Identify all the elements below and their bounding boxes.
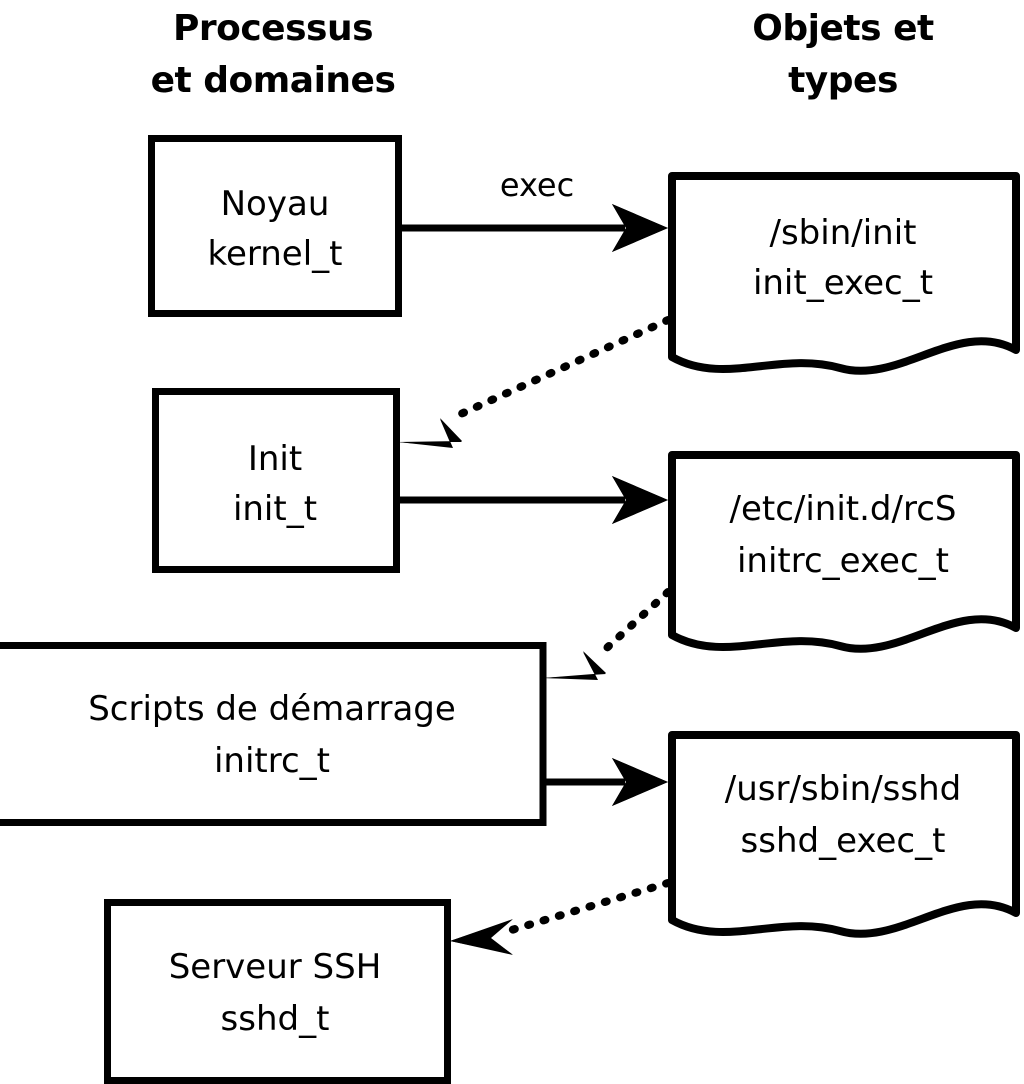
node-initrc-box[interactable]: [0, 642, 547, 826]
column-header-processes-line2: et domaines: [151, 60, 396, 101]
node-initrc-label-line1: Scripts de démarrage: [88, 689, 456, 729]
arrowhead-initrc-to-sshdexec: [612, 758, 668, 806]
node-init-exec-label-line1: /sbin/init: [770, 213, 917, 253]
column-header-objects-line2: types: [788, 60, 898, 101]
arrowhead-rcsexec-to-initrc: [543, 651, 606, 680]
node-initrc-exec-label-line1: /etc/init.d/rcS: [730, 489, 957, 529]
node-sshd-exec[interactable]: /usr/sbin/sshd sshd_exec_t: [668, 731, 1020, 938]
node-init-exec-shape[interactable]: [668, 172, 1020, 375]
node-sshd[interactable]: Serveur SSH sshd_t: [104, 899, 451, 1084]
column-header-processes-line1: Processus: [173, 8, 373, 49]
node-sshd-exec-label-line1: /usr/sbin/sshd: [725, 769, 961, 809]
node-init-exec-label-line2: init_exec_t: [753, 263, 933, 303]
edge-initexec-transition-init-line: [448, 316, 672, 422]
arrowhead-init-to-rcsexec: [612, 476, 668, 524]
node-kernel-box[interactable]: [148, 135, 402, 317]
node-init-label-line2: init_t: [233, 489, 317, 529]
node-init-box[interactable]: [152, 388, 400, 573]
node-initrc-label-line2: initrc_t: [214, 741, 330, 781]
node-sshd-label-line1: Serveur SSH: [169, 947, 382, 987]
column-header-processes: Processus et domaines: [151, 8, 396, 101]
arrowheads-overlay: [398, 204, 668, 955]
node-initrc-exec-shape[interactable]: [668, 451, 1020, 653]
node-init[interactable]: Init init_t: [152, 388, 400, 573]
arrowhead-initexec-to-init: [398, 418, 462, 448]
edge-rcsexec-transition-initrc: [543, 588, 672, 679]
node-initrc-exec[interactable]: /etc/init.d/rcS initrc_exec_t: [668, 451, 1020, 653]
node-sshd-label-line2: sshd_t: [221, 999, 330, 1039]
node-initrc[interactable]: Scripts de démarrage initrc_t: [0, 642, 547, 826]
node-kernel-label-line1: Noyau: [221, 184, 330, 224]
node-initrc-exec-label-line2: initrc_exec_t: [737, 541, 949, 581]
node-sshd-exec-shape[interactable]: [668, 731, 1020, 938]
node-sshd-box[interactable]: [104, 899, 451, 1084]
arrowhead-kernel-to-initexec: [612, 204, 668, 252]
node-init-exec[interactable]: /sbin/init init_exec_t: [668, 172, 1020, 375]
node-kernel-label-line2: kernel_t: [207, 234, 342, 274]
arrowhead-sshdexec-to-sshd: [450, 919, 513, 955]
column-header-objects: Objets et types: [752, 8, 934, 101]
node-init-label-line1: Init: [248, 439, 302, 479]
edge-initexec-transition-init: [398, 316, 672, 447]
edge-sshdexec-transition-sshd-line: [501, 879, 672, 936]
node-sshd-exec-label-line2: sshd_exec_t: [741, 821, 946, 861]
edge-label-exec: exec: [500, 166, 574, 204]
node-kernel[interactable]: Noyau kernel_t: [148, 135, 402, 317]
column-header-objects-line1: Objets et: [752, 8, 934, 49]
edge-rcsexec-transition-initrc-line: [594, 588, 672, 660]
